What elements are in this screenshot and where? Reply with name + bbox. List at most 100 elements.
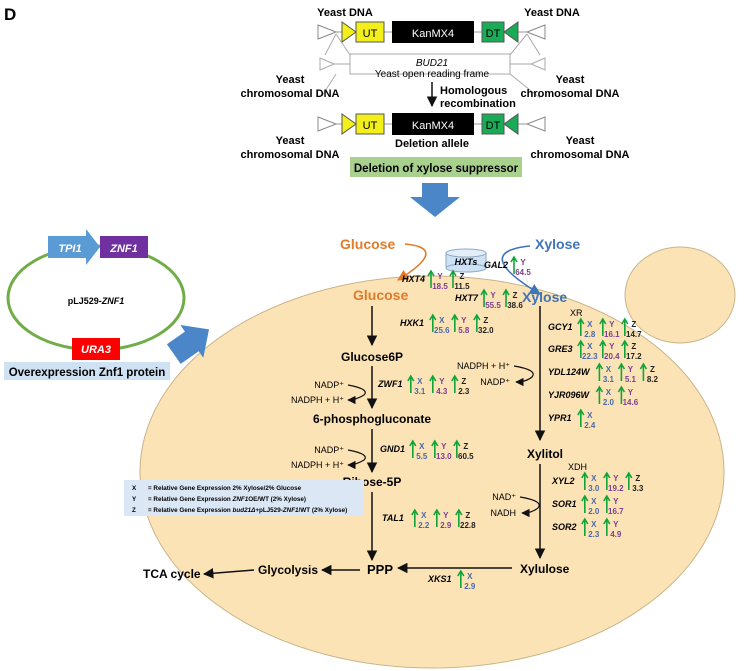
- up-arrow-z-ydl124w: [639, 362, 648, 381]
- up-arrow-z-xyl2: [625, 471, 633, 490]
- overexpression-banner-text: Overexpression Znf1 protein: [9, 367, 166, 379]
- gnd1-nadp: NADP⁺: [314, 445, 344, 455]
- cell-ellipse: [139, 275, 725, 669]
- legend-z-text: = Relative Gene Expression bud21Δ+pLJ529…: [148, 507, 347, 514]
- gene-name-sor2: SOR2: [552, 522, 577, 532]
- glucose-in-label: Glucose: [353, 287, 408, 303]
- glucose-out-label: Glucose: [340, 236, 395, 252]
- chrom-left-3: Yeast: [276, 135, 305, 147]
- deletion-banner: [350, 157, 522, 177]
- legend-y-key: Y: [132, 496, 137, 503]
- chrom-left-4: chromosomal DNA: [240, 149, 339, 161]
- gene-gal2: GAL2 Y64.5: [484, 255, 531, 277]
- up-arrow-z-gre3: [621, 339, 629, 358]
- gene-name-gnd1: GND1: [380, 444, 405, 454]
- deletion-construct: UT KanMX4 DT Yeast DNA Yeast DNA BUD21 Y…: [240, 7, 630, 217]
- up-arrow-x-ypr1: [577, 408, 585, 427]
- gene-name-xyl2: XYL2: [551, 476, 575, 486]
- letter-x-zwf1: X: [417, 377, 423, 386]
- ura3-label: URA3: [81, 344, 111, 356]
- letter-z-hxk1: Z: [483, 316, 488, 325]
- value-y-ydl124w: 5.1: [625, 375, 637, 384]
- chrom-right-4: chromosomal DNA: [530, 149, 629, 161]
- value-z-gcy1: 14.7: [626, 330, 642, 339]
- xylulose-label: Xylulose: [520, 562, 570, 576]
- value-x-ydl124w: 3.1: [603, 375, 615, 384]
- orf-box: [349, 53, 511, 75]
- letter-y-hxt7: Y: [490, 291, 496, 300]
- up-arrow-z-zwf1: [451, 374, 459, 393]
- xdh-nad: NAD⁺: [492, 492, 516, 502]
- kanmx4-box: [392, 21, 474, 43]
- legend-box: [124, 480, 364, 516]
- gene-name-gal2: GAL2: [484, 260, 508, 270]
- letter-z-ydl124w: Z: [650, 365, 655, 374]
- letter-y-yjr096w: Y: [628, 388, 634, 397]
- letter-y-ydl124w: Y: [628, 365, 634, 374]
- up-arrow-x-sor1: [581, 494, 589, 513]
- zwf1-nadph: NADPH + H⁺: [291, 395, 344, 405]
- letter-y-xyl2: Y: [613, 474, 619, 483]
- gene-name-ypr1: YPR1: [548, 413, 572, 423]
- letter-y-zwf1: Y: [439, 377, 445, 386]
- value-y-gre3: 20.4: [604, 352, 620, 361]
- letter-x-gre3: X: [587, 342, 593, 351]
- up-arrow-x-yjr096w: [595, 385, 604, 404]
- up-arrow-y-gcy1: [599, 317, 607, 336]
- value-z-hxk1: 32.0: [478, 326, 494, 335]
- ut-label: UT: [363, 28, 378, 40]
- xdh-nadh: NADH: [490, 508, 516, 518]
- value-y-tal1: 2.9: [440, 521, 452, 530]
- letter-y-gnd1: Y: [441, 442, 447, 451]
- up-arrow-y-gnd1: [431, 439, 439, 458]
- chrom-right-3: Yeast: [566, 135, 595, 147]
- up-arrow-x-xyl2: [581, 471, 589, 490]
- bud21-label: BUD21: [416, 58, 448, 69]
- gene-name-zwf1: ZWF1: [377, 379, 403, 389]
- big-down-arrow: [410, 183, 460, 217]
- letter-z-zwf1: Z: [461, 377, 466, 386]
- value-x-sor2: 2.3: [588, 530, 600, 539]
- up-arrow-z-hxt4: [449, 269, 457, 288]
- letter-x-tal1: X: [421, 511, 427, 520]
- up-arrow-y-ydl124w: [617, 362, 626, 381]
- letter-x-sor2: X: [591, 520, 597, 529]
- right-pathway: Xylitol Xylulose XR XDH NADPH + H⁺ NADP⁺…: [396, 306, 587, 576]
- transport: Glucose Xylose HXTs Glucose Xylose: [340, 236, 580, 305]
- ut-box: [355, 21, 385, 43]
- dt-label: DT: [486, 28, 501, 40]
- gene-name-ydl124w: YDL124W: [548, 367, 591, 377]
- up-arrow-y-gal2: [510, 255, 518, 274]
- glucose6p-label: Glucose6P: [341, 350, 403, 364]
- value-z-ydl124w: 8.2: [647, 375, 659, 384]
- gene-name-hxk1: HXK1: [400, 318, 424, 328]
- tpi1-label: TPI1: [58, 243, 81, 255]
- gene-name-tal1: TAL1: [382, 513, 404, 523]
- value-y-hxt4: 18.5: [432, 282, 448, 291]
- yeast-dna-left: Yeast DNA: [317, 7, 373, 19]
- gene-name-gre3: GRE3: [548, 344, 573, 354]
- letter-x-yjr096w: X: [606, 388, 612, 397]
- value-x-zwf1: 3.1: [414, 387, 426, 396]
- value-z-tal1: 22.8: [460, 521, 476, 530]
- value-y-gnd1: 13.0: [436, 452, 452, 461]
- xr-label: XR: [570, 308, 583, 318]
- kanmx4-label: KanMX4: [412, 28, 454, 40]
- chrom-left-1: Yeast: [276, 74, 305, 86]
- value-y-gal2: 64.5: [515, 268, 531, 277]
- letter-y-hxk1: Y: [461, 316, 467, 325]
- znf1-label: ZNF1: [109, 243, 138, 255]
- value-z-gnd1: 60.5: [458, 452, 474, 461]
- value-y-yjr096w: 14.6: [623, 398, 639, 407]
- letter-y-gal2: Y: [520, 258, 526, 267]
- value-x-hxk1: 25.6: [434, 326, 450, 335]
- zwf1-nadp: NADP⁺: [314, 380, 344, 390]
- legend-y-text: = Relative Gene Expression ZNF1OE/WT (2%…: [148, 496, 306, 503]
